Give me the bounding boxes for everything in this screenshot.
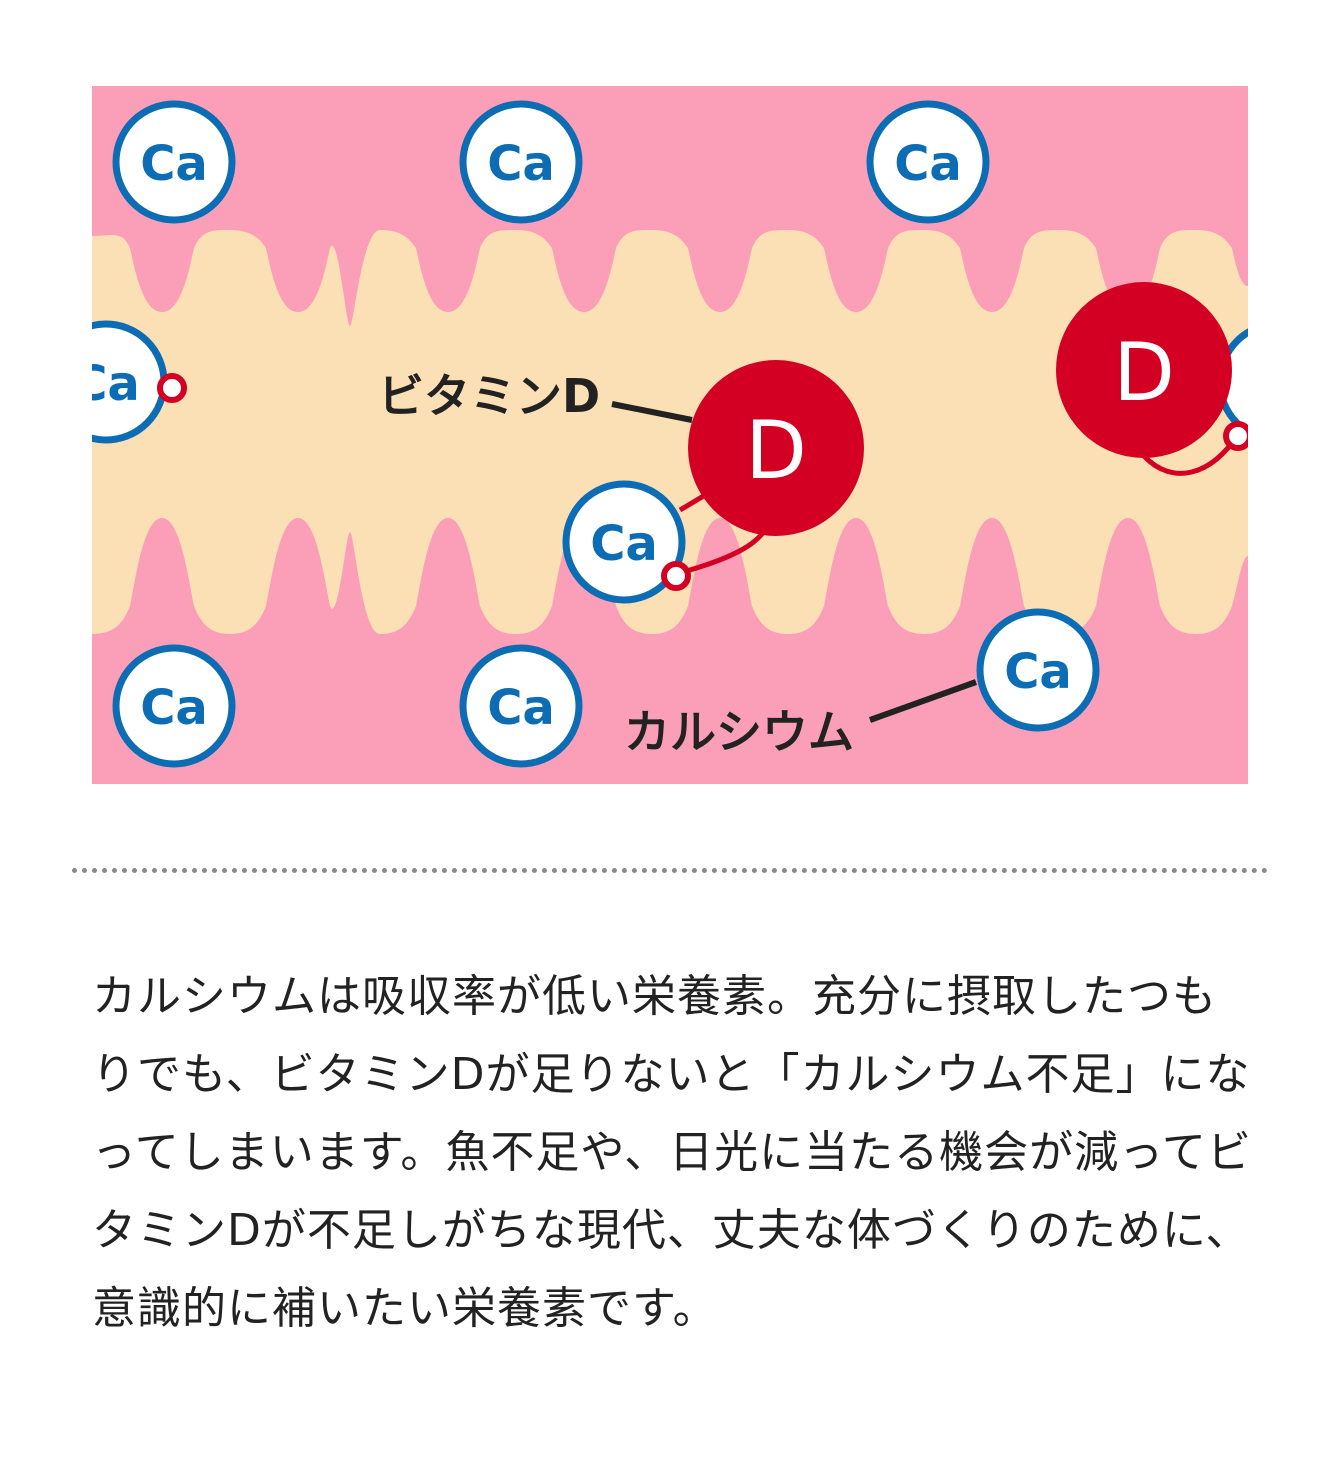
calcium-symbol: Ca bbox=[140, 680, 208, 736]
vitamin-d-leader-line bbox=[611, 401, 693, 423]
vitamin-d-symbol: D bbox=[745, 404, 807, 497]
binding-site bbox=[661, 561, 691, 591]
vitamin-d-molecule: D bbox=[1056, 282, 1232, 458]
description-text: カルシウムは吸収率が低い栄養素。充分に摂取したつもりでも、ビタミンDが足りないと… bbox=[92, 971, 1252, 1334]
calcium-absorption-diagram: Ca Ca Ca Ca Ca Ca bbox=[92, 86, 1248, 784]
calcium-symbol: Ca bbox=[894, 136, 962, 192]
calcium-particle: Ca bbox=[866, 100, 990, 224]
calcium-particles: Ca Ca Ca Ca Ca Ca bbox=[92, 100, 1248, 768]
calcium-particle: Ca bbox=[112, 100, 236, 224]
calcium-leader-line bbox=[868, 679, 978, 723]
dotted-divider bbox=[72, 868, 1268, 873]
vitamin-d-molecule: D bbox=[688, 360, 864, 536]
calcium-particle: Ca bbox=[112, 644, 236, 768]
vitamin-d-label: ビタミンD bbox=[378, 369, 600, 423]
calcium-symbol: Ca bbox=[92, 356, 140, 412]
calcium-symbol: Ca bbox=[487, 680, 555, 736]
calcium-particle: Ca bbox=[459, 644, 583, 768]
calcium-symbol: Ca bbox=[140, 136, 208, 192]
calcium-symbol: Ca bbox=[487, 136, 555, 192]
calcium-symbol: Ca bbox=[590, 516, 658, 572]
binding-site bbox=[1223, 421, 1248, 451]
vitamin-d-symbol: D bbox=[1113, 326, 1175, 419]
calcium-particle: Ca bbox=[976, 608, 1100, 732]
calcium-particle: Ca bbox=[459, 100, 583, 224]
binding-site bbox=[157, 373, 187, 403]
intestine-channel bbox=[92, 230, 1248, 634]
calcium-particle: Ca bbox=[562, 480, 686, 604]
calcium-symbol: Ca bbox=[1004, 644, 1072, 700]
calcium-label: カルシウム bbox=[624, 705, 854, 759]
